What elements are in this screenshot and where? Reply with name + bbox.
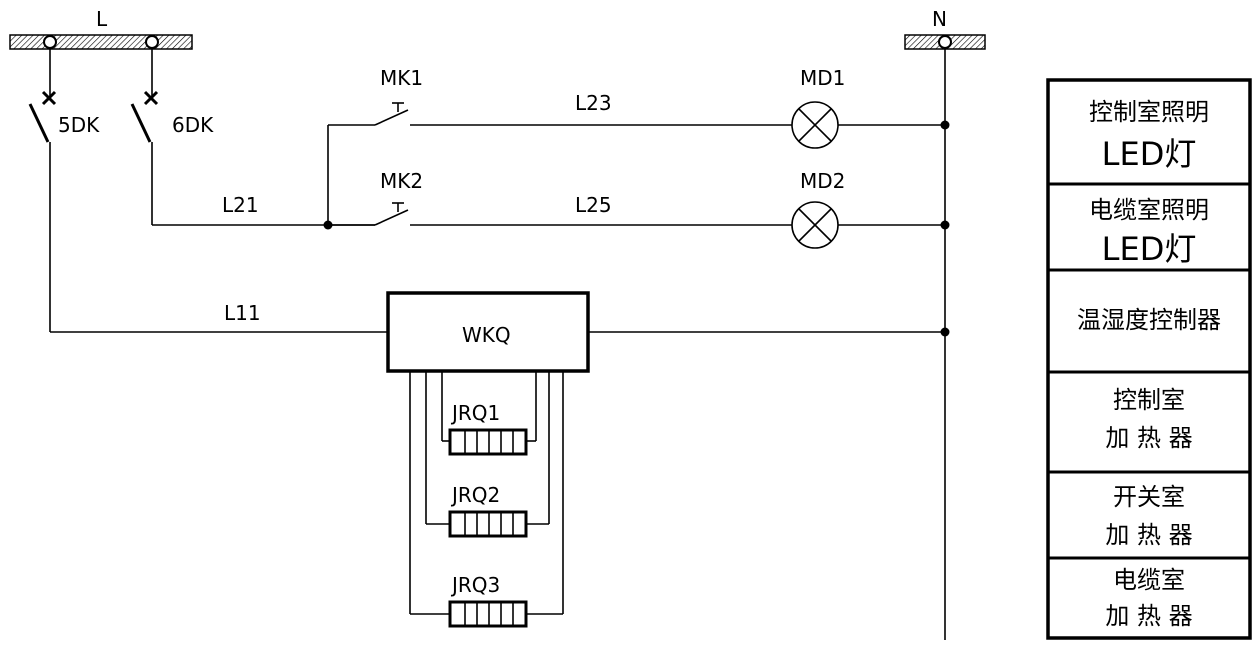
legend-row-3-line1: 温湿度控制器 (1077, 306, 1221, 334)
line-busbar (9, 34, 193, 50)
junction-dot (940, 120, 950, 130)
line-bus-label: L (96, 7, 108, 31)
heater-jrq3-label: JRQ3 (450, 573, 500, 597)
legend-row-6-line1: 电缆室 (1113, 566, 1185, 594)
lamp-md1-icon (791, 101, 839, 149)
wire-l21-label: L21 (222, 193, 259, 217)
junction-dot (940, 327, 950, 337)
lamp-md2-icon (791, 201, 839, 249)
legend-row-4-line1: 控制室 (1113, 386, 1185, 414)
heater-jrq2-label: JRQ2 (450, 483, 500, 507)
legend-row-1-line2: LED灯 (1102, 135, 1197, 173)
controller-wkq-box (386, 291, 590, 373)
legend-row-2-line1: 电缆室照明 (1089, 196, 1209, 224)
legend-row-2-line2: LED灯 (1102, 230, 1197, 268)
legend-table (1046, 78, 1252, 640)
breaker-5dk (28, 48, 57, 332)
switch-mk2 (374, 202, 409, 226)
wire-l11-label: L11 (224, 301, 261, 325)
heater-jrq3-icon (448, 600, 528, 628)
legend-row-5-line1: 开关室 (1113, 483, 1185, 511)
neutral-bus-label: N (932, 7, 947, 31)
legend-row-1-line1: 控制室照明 (1089, 98, 1209, 126)
lamp-md2-label: MD2 (800, 169, 845, 193)
heater-jrq1-icon (448, 428, 528, 456)
legend-row-5-line2: 加 热 器 (1105, 521, 1192, 549)
breaker-5dk-label: 5DK (58, 113, 100, 137)
breaker-6dk-label: 6DK (172, 113, 214, 137)
switch-mk1-label: MK1 (380, 66, 423, 90)
heater-loop-wires (409, 371, 564, 615)
switch-mk2-label: MK2 (380, 169, 423, 193)
legend-row-4-line2: 加 热 器 (1105, 424, 1192, 452)
wire-l23-label: L23 (575, 91, 612, 115)
heater-jrq1-label: JRQ1 (450, 401, 500, 425)
junction-dot (940, 220, 950, 230)
heater-jrq2-icon (448, 510, 528, 538)
switch-mk1 (374, 102, 409, 126)
wire-l25-label: L25 (575, 193, 612, 217)
neutral-busbar (904, 34, 986, 50)
legend-row-6-line2: 加 热 器 (1105, 602, 1192, 630)
lamp-md1-label: MD1 (800, 66, 845, 90)
controller-wkq-label: WKQ (462, 323, 511, 347)
breaker-6dk (130, 48, 159, 225)
